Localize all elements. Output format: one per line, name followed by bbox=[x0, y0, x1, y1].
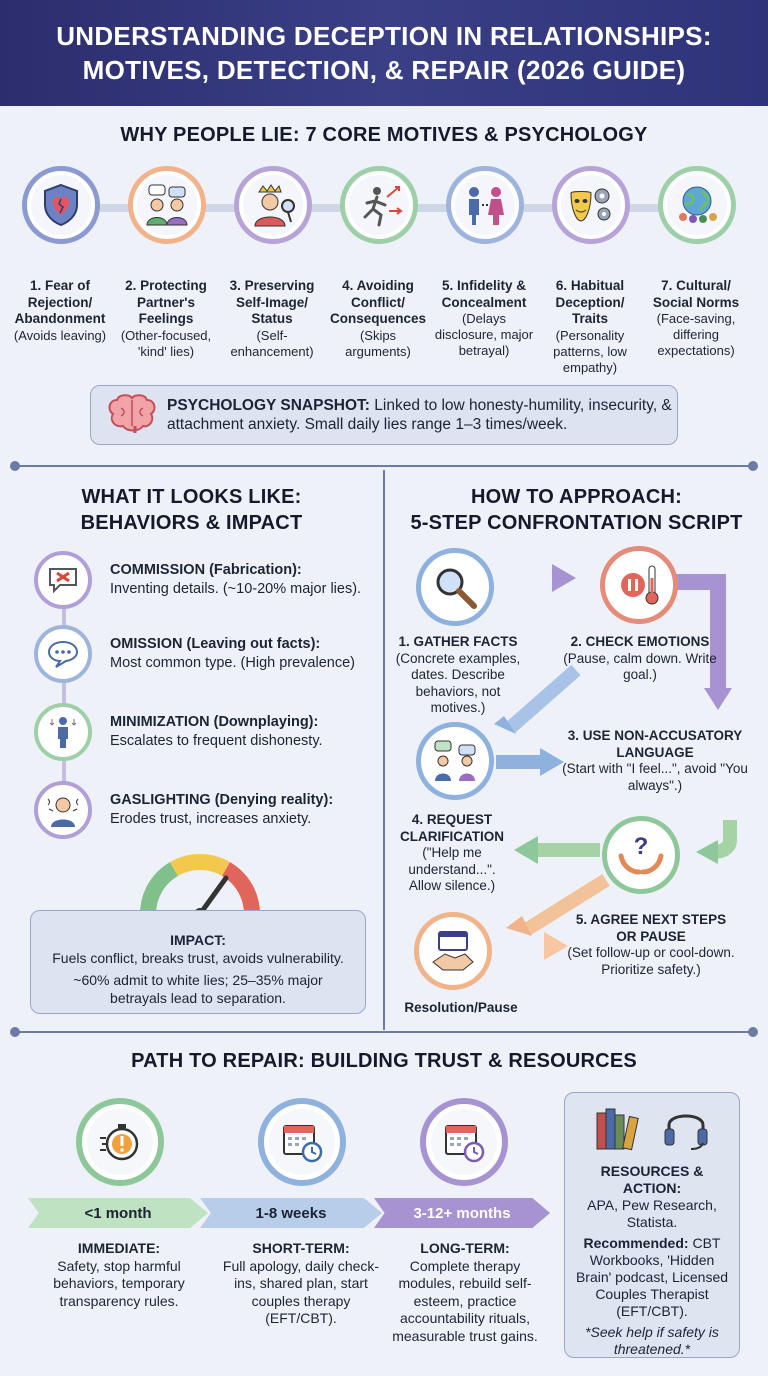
divider-dot bbox=[10, 461, 20, 471]
svg-text:?: ? bbox=[634, 833, 649, 860]
divider-dot bbox=[748, 461, 758, 471]
shrinking-person-icon bbox=[34, 703, 92, 761]
broken-heart-shield-icon bbox=[22, 166, 100, 244]
phase-immediate-text: IMMEDIATE:Safety, stop harmful behaviors… bbox=[53, 1240, 185, 1309]
couple-talking-icon bbox=[128, 166, 206, 244]
approach-title: HOW TO APPROACH:5-STEP CONFRONTATION SCR… bbox=[410, 486, 743, 534]
globe-people-icon bbox=[658, 166, 736, 244]
thermometer-pause-icon bbox=[600, 546, 678, 624]
psychology-snapshot: PSYCHOLOGY SNAPSHOT: Linked to low hones… bbox=[90, 385, 678, 445]
resolution-label: Resolution/Pause bbox=[404, 1000, 518, 1015]
alert-stopwatch-icon bbox=[76, 1098, 164, 1186]
behavior-omission: OMISSION (Leaving out facts):Most common… bbox=[34, 624, 374, 684]
section-divider bbox=[16, 465, 752, 467]
timeline-phase-3: 3-12+ months bbox=[374, 1198, 550, 1228]
behaviors-title: WHAT IT LOOKS LIKE:BEHAVIORS & IMPACT bbox=[80, 486, 303, 534]
phase-long-term-text: LONG-TERM:Complete therapy modules, rebu… bbox=[392, 1240, 538, 1344]
calendar-icon bbox=[420, 1098, 508, 1186]
motive-label-4: 4. Avoiding Conflict/ Consequences(Skips… bbox=[329, 278, 427, 359]
magnifier-icon bbox=[416, 548, 494, 626]
resources-box: RESOURCES & ACTION: APA, Pew Research, S… bbox=[564, 1092, 740, 1358]
crowned-person-mirror-icon bbox=[234, 166, 312, 244]
step-4-text: 4. REQUEST CLARIFICATION("Help me unders… bbox=[400, 812, 504, 893]
behavior-gaslighting: GASLIGHTING (Denying reality):Erodes tru… bbox=[34, 780, 374, 840]
running-person-icon bbox=[340, 166, 418, 244]
phase-short-term-text: SHORT-TERM:Full apology, daily check-ins… bbox=[222, 1240, 380, 1326]
two-people-talking-icon bbox=[416, 722, 494, 800]
headphones-icon bbox=[661, 1103, 711, 1155]
calendar-clock-icon bbox=[258, 1098, 346, 1186]
mask-gears-icon bbox=[552, 166, 630, 244]
pin-tail bbox=[22, 1186, 28, 1196]
gauge-icon bbox=[138, 852, 262, 923]
behavior-minimization: MINIMIZATION (Downplaying):Escalates to … bbox=[34, 702, 374, 762]
motive-label-2: 2. Protecting Partner's Feelings(Other-f… bbox=[120, 278, 212, 359]
divider-dot bbox=[748, 1027, 758, 1037]
crossed-speech-icon bbox=[34, 551, 92, 609]
repair-title: PATH TO REPAIR: BUILDING TRUST & RESOURC… bbox=[131, 1050, 637, 1072]
flow-arrows bbox=[494, 564, 737, 960]
step-1-text: 1. GATHER FACTS(Concrete examples, dates… bbox=[395, 634, 521, 715]
step-5-text: 5. AGREE NEXT STEPS OR PAUSE(Set follow-… bbox=[567, 912, 735, 977]
ellipsis-speech-icon bbox=[34, 625, 92, 683]
section-divider bbox=[16, 1031, 752, 1033]
divider-dot bbox=[10, 1027, 20, 1037]
step-2-text: 2. CHECK EMOTIONS(Pause, calm down. Writ… bbox=[563, 634, 717, 682]
question-hands-icon: ? bbox=[602, 816, 680, 894]
page-title: UNDERSTANDING DECEPTION IN RELATIONSHIPS… bbox=[56, 21, 712, 85]
timeline-phase-2: 1-8 weeks bbox=[200, 1198, 382, 1228]
snapshot-text: PSYCHOLOGY SNAPSHOT: Linked to low hones… bbox=[167, 397, 672, 433]
motives-row bbox=[22, 166, 746, 246]
motive-label-5: 5. Infidelity & Concealment(Delays discl… bbox=[434, 278, 534, 358]
motives-title: WHY PEOPLE LIE: 7 CORE MOTIVES & PSYCHOL… bbox=[120, 124, 648, 146]
timeline-phase-1: <1 month bbox=[28, 1198, 208, 1228]
motive-label-1: 1. Fear of Rejection/ Abandonment(Avoids… bbox=[13, 278, 107, 343]
column-divider bbox=[383, 470, 385, 1030]
confused-person-icon bbox=[34, 781, 92, 839]
motive-label-6: 6. Habitual Deception/ Traits(Personalit… bbox=[553, 278, 627, 375]
books-icon bbox=[593, 1105, 647, 1155]
page-header: UNDERSTANDING DECEPTION IN RELATIONSHIPS… bbox=[0, 0, 768, 106]
impact-box: IMPACT: Fuels conflict, breaks trust, av… bbox=[30, 910, 366, 1014]
behavior-commission: COMMISSION (Fabrication):Inventing detai… bbox=[34, 550, 374, 610]
brain-icon bbox=[105, 392, 159, 439]
couple-secret-icon bbox=[446, 166, 524, 244]
motive-label-3: 3. Preserving Self-Image/ Status(Self-en… bbox=[229, 278, 315, 359]
handshake-calendar-icon bbox=[414, 912, 492, 990]
step-3-text: 3. USE NON-ACCUSATORY LANGUAGE(Start wit… bbox=[562, 728, 748, 793]
motive-label-7: 7. Cultural/ Social Norms(Face-saving, d… bbox=[652, 278, 740, 358]
